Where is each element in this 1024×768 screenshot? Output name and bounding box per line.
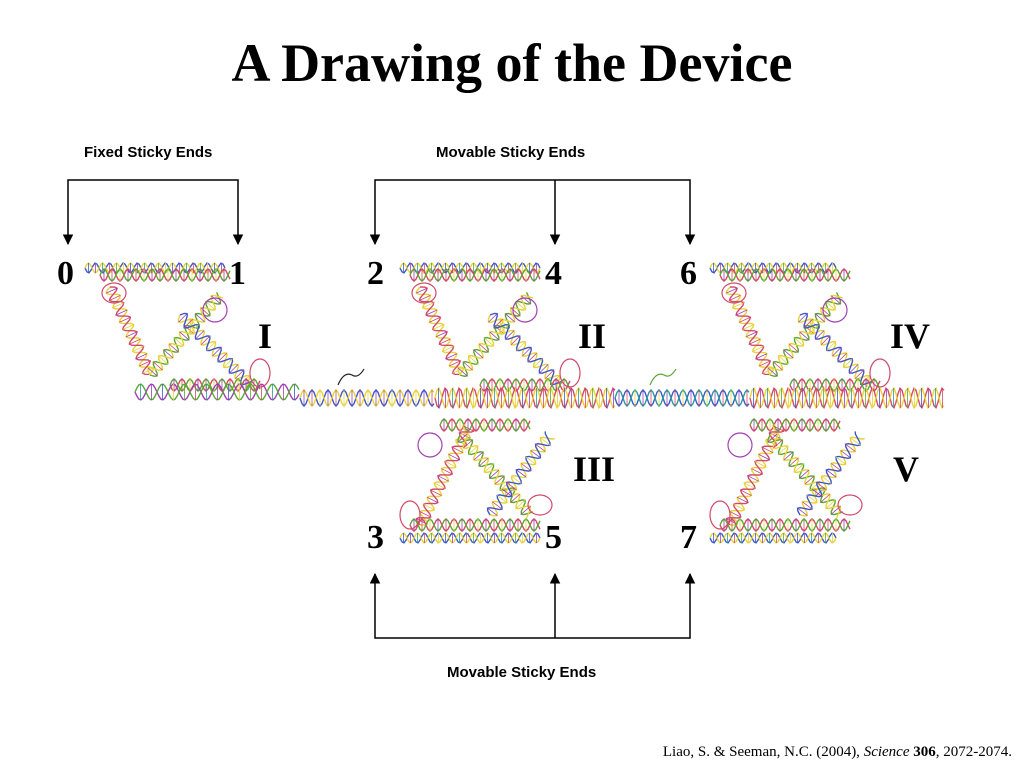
helix-unit-IV-top bbox=[719, 268, 851, 282]
loop-unit-V-b bbox=[837, 494, 863, 516]
overhang-strand-right bbox=[649, 368, 677, 386]
helix-unit-IV-left bbox=[725, 286, 775, 376]
loop-unit-IV-b bbox=[822, 297, 848, 323]
position-1-label: 1 bbox=[229, 255, 246, 292]
backbone-crossover-1 bbox=[299, 388, 435, 408]
position-4-label: 4 bbox=[545, 255, 562, 292]
backbone-left bbox=[134, 383, 300, 401]
movable-sticky-ends-bottom-label: Movable Sticky Ends bbox=[447, 664, 597, 681]
position-3-label: 3 bbox=[367, 519, 384, 556]
movable-ends-top-bracket bbox=[369, 179, 696, 246]
helix-unit-I-top bbox=[99, 268, 231, 282]
position-5-label: 5 bbox=[545, 519, 562, 556]
citation-pages: , 2072-2074. bbox=[935, 744, 1012, 760]
loop-unit-I-a bbox=[101, 282, 127, 304]
loop-unit-II-c bbox=[559, 358, 581, 388]
loop-unit-IV-c bbox=[869, 358, 891, 388]
helix-unit-III-mid bbox=[457, 432, 534, 518]
sticky-end-7 bbox=[709, 532, 837, 544]
citation-volume: 306 bbox=[913, 744, 936, 760]
helix-unit-I-right bbox=[177, 312, 253, 388]
loop-unit-III-a bbox=[417, 432, 443, 458]
loop-unit-I-b bbox=[202, 297, 228, 323]
helix-unit-I-mid bbox=[147, 292, 224, 378]
unit-III-label: III bbox=[573, 449, 615, 489]
sticky-end-3-5 bbox=[399, 532, 541, 544]
helix-unit-II-top bbox=[409, 268, 541, 282]
backbone-right bbox=[749, 387, 945, 409]
loop-unit-II-a bbox=[411, 282, 437, 304]
loop-unit-I-c bbox=[249, 358, 271, 388]
loop-unit-V-c bbox=[709, 500, 731, 530]
citation: Liao, S. & Seeman, N.C. (2004), Science … bbox=[663, 744, 1012, 761]
helix-unit-I-left bbox=[105, 286, 155, 376]
overhang-strand-left bbox=[337, 368, 365, 386]
loop-unit-III-b bbox=[527, 494, 553, 516]
dna-helices bbox=[84, 262, 945, 544]
citation-authors: Liao, S. & Seeman, N.C. (2004), bbox=[662, 744, 864, 760]
fixed-ends-bracket bbox=[62, 179, 244, 246]
backbone-crossover-2 bbox=[614, 388, 750, 408]
helix-unit-II-mid bbox=[457, 292, 534, 378]
position-0-label: 0 bbox=[57, 255, 74, 292]
helix-unit-II-left bbox=[415, 286, 465, 376]
loop-unit-V-a bbox=[727, 432, 753, 458]
helix-unit-III-bottom bbox=[409, 518, 541, 532]
helix-unit-II-right bbox=[487, 312, 563, 388]
unit-I-label: I bbox=[258, 316, 272, 356]
sticky-end-2-4 bbox=[399, 262, 541, 274]
movable-ends-bottom-bracket bbox=[369, 572, 696, 639]
fixed-sticky-ends-label: Fixed Sticky Ends bbox=[84, 144, 213, 161]
helix-unit-III-right bbox=[486, 431, 555, 517]
helix-unit-V-top bbox=[749, 418, 841, 432]
position-7-label: 7 bbox=[680, 519, 697, 556]
movable-sticky-ends-top-label: Movable Sticky Ends bbox=[436, 144, 586, 161]
unit-V-label: V bbox=[893, 449, 919, 489]
helix-unit-III-top bbox=[439, 418, 531, 432]
loop-unit-II-b bbox=[512, 297, 538, 323]
helix-unit-V-mid bbox=[767, 432, 844, 518]
helix-unit-IV-mid bbox=[767, 292, 844, 378]
backbone-center bbox=[434, 387, 616, 409]
loop-unit-III-c bbox=[399, 500, 421, 530]
helix-unit-V-right bbox=[796, 431, 865, 517]
unit-II-label: II bbox=[578, 316, 606, 356]
helix-unit-IV-right bbox=[797, 312, 873, 388]
position-6-label: 6 bbox=[680, 255, 697, 292]
citation-journal: Science bbox=[863, 744, 910, 760]
loop-unit-IV-a bbox=[721, 282, 747, 304]
position-2-label: 2 bbox=[367, 255, 384, 292]
helix-unit-V-bottom bbox=[719, 518, 851, 532]
slide-title: A Drawing of the Device bbox=[231, 33, 793, 93]
unit-IV-label: IV bbox=[890, 316, 930, 356]
